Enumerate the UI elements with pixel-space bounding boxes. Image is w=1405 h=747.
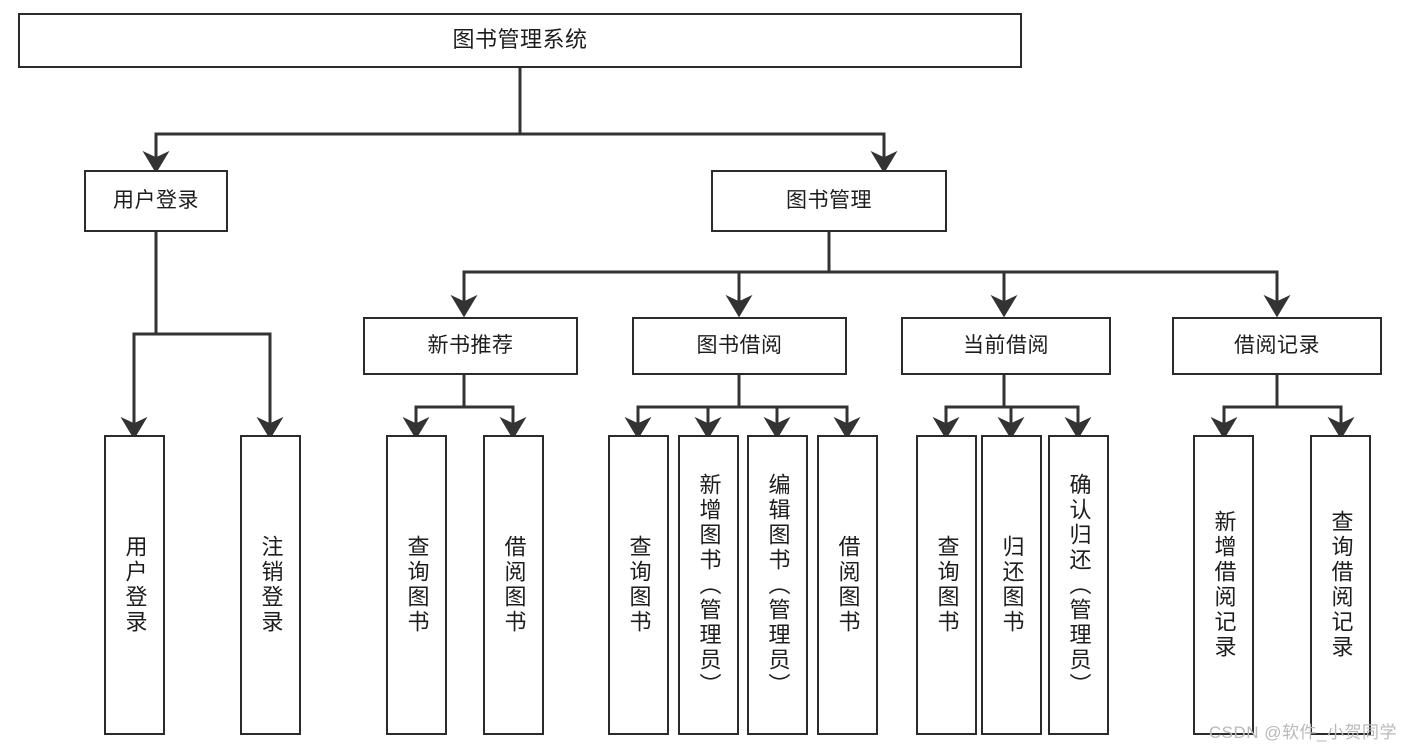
node-user-login[interactable]: 用户登录	[84, 170, 228, 232]
node-label: 借阅图书	[835, 535, 861, 635]
node-label: 新书推荐	[427, 334, 514, 358]
leaf-book-borrow-query-books[interactable]: 查询图书	[608, 435, 669, 735]
csdn-watermark: CSDN @软件_小贺同学	[1208, 723, 1397, 742]
leaf-current-borrow-query-books[interactable]: 查询图书	[916, 435, 977, 735]
node-current-borrowing[interactable]: 当前借阅	[901, 317, 1111, 375]
node-label: 用户登录	[113, 189, 199, 213]
node-label: 借阅图书	[501, 535, 527, 635]
leaf-current-borrow-return-books[interactable]: 归还图书	[981, 435, 1042, 735]
node-new-book-recommendation[interactable]: 新书推荐	[363, 317, 578, 375]
leaf-borrow-record-query-record[interactable]: 查询借阅记录	[1310, 435, 1371, 735]
leaf-user-login-login[interactable]: 用户登录	[104, 435, 165, 735]
leaf-book-borrow-edit-book-admin[interactable]: 编辑图书（管理员）	[747, 435, 808, 735]
node-label: 图书管理系统	[452, 27, 588, 53]
node-label: 注销登录	[258, 535, 284, 635]
node-label: 查询图书	[404, 535, 430, 635]
node-label: 用户登录	[122, 535, 148, 635]
node-book-management[interactable]: 图书管理	[711, 170, 947, 232]
leaf-borrow-record-add-record[interactable]: 新增借阅记录	[1193, 435, 1254, 735]
node-label: 编辑图书（管理员）	[765, 472, 791, 698]
leaf-new-book-query-books[interactable]: 查询图书	[386, 435, 447, 735]
node-label: 图书管理	[786, 189, 872, 213]
leaf-new-book-borrow-books[interactable]: 借阅图书	[483, 435, 544, 735]
leaf-current-borrow-confirm-return-admin[interactable]: 确认归还（管理员）	[1048, 435, 1109, 735]
node-label: 查询图书	[626, 535, 652, 635]
node-label: 新增图书（管理员）	[696, 472, 722, 698]
leaf-book-borrow-borrow-books[interactable]: 借阅图书	[817, 435, 878, 735]
node-label: 当前借阅	[963, 334, 1049, 358]
leaf-book-borrow-add-book-admin[interactable]: 新增图书（管理员）	[678, 435, 739, 735]
node-book-borrowing[interactable]: 图书借阅	[632, 317, 847, 375]
node-label: 确认归还（管理员）	[1066, 472, 1092, 698]
node-label: 图书借阅	[696, 334, 783, 358]
node-label: 查询借阅记录	[1328, 510, 1354, 660]
node-borrowing-record[interactable]: 借阅记录	[1172, 317, 1382, 375]
node-root-book-management-system[interactable]: 图书管理系统	[18, 13, 1022, 68]
node-label: 新增借阅记录	[1211, 510, 1237, 660]
node-label: 归还图书	[999, 535, 1025, 635]
node-label: 借阅记录	[1234, 334, 1320, 358]
leaf-user-login-logout[interactable]: 注销登录	[240, 435, 301, 735]
node-label: 查询图书	[934, 535, 960, 635]
